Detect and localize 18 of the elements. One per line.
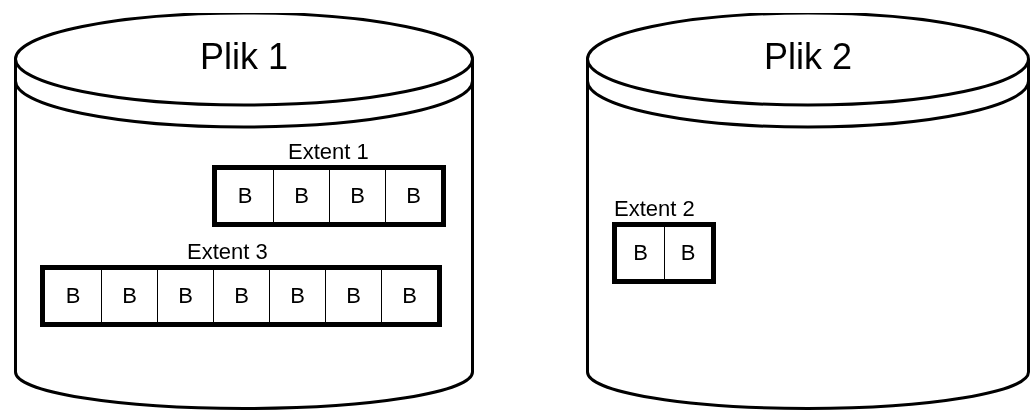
file-title: Plik 1 [200,35,288,79]
extent-label: Extent 3 [187,238,268,265]
block-cell: B [381,270,437,322]
block-cell: B [273,170,329,222]
block-cell: B [157,270,213,322]
block-cell: B [664,227,711,279]
block-cell: B [217,170,273,222]
block-cell: B [385,170,441,222]
block-cell: B [101,270,157,322]
block-cell: B [617,227,664,279]
file-title: Plik 2 [764,35,852,79]
extent-label: Extent 1 [288,138,369,165]
extent-label: Extent 2 [614,195,695,222]
block-cell: B [329,170,385,222]
block-cell: B [213,270,269,322]
block-cell: B [45,270,101,322]
block-cell: B [269,270,325,322]
block-cell: B [325,270,381,322]
